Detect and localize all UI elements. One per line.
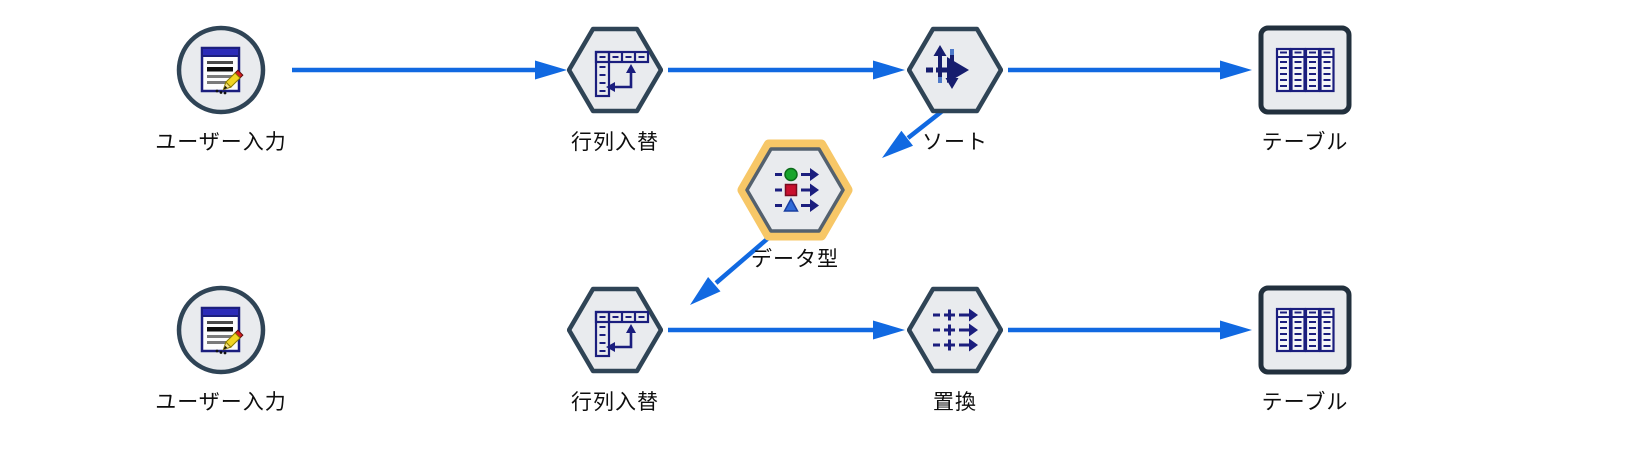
table-node-shape	[1258, 285, 1352, 375]
type-node-shape	[737, 139, 853, 241]
node-user-input-bottom[interactable]: ユーザー入力	[141, 285, 301, 416]
node-table-top[interactable]: テーブル	[1225, 25, 1385, 156]
transpose-node-shape	[567, 26, 663, 114]
node-transpose-bottom[interactable]: 行列入替	[535, 285, 695, 416]
user-input-node-shape	[176, 285, 266, 375]
filler-icon	[933, 308, 978, 352]
node-label: テーブル	[1261, 391, 1349, 414]
table-node-shape	[1258, 25, 1352, 115]
pencil-icon	[222, 329, 244, 351]
node-label: 行列入替	[571, 131, 659, 154]
node-transpose-top[interactable]: 行列入替	[535, 25, 695, 156]
node-filler[interactable]: 置換	[875, 285, 1035, 416]
connector-transpose-bottom-to-filler[interactable]	[668, 320, 905, 340]
node-label: データ型	[751, 248, 839, 271]
user-input-icon	[200, 306, 244, 355]
node-sort[interactable]: ソート	[875, 25, 1035, 156]
sort-icon	[926, 45, 969, 89]
filler-node-shape	[907, 286, 1003, 374]
connector-transpose-top-to-sort[interactable]	[668, 60, 905, 80]
transpose-icon	[594, 310, 650, 358]
node-label: ソート	[922, 131, 988, 154]
table-icon	[1275, 47, 1335, 93]
type-icon	[775, 167, 819, 212]
node-table-bottom[interactable]: テーブル	[1225, 285, 1385, 416]
node-label: 行列入替	[571, 391, 659, 414]
user-input-node-shape	[176, 25, 266, 115]
sort-node-shape	[907, 26, 1003, 114]
selection-ring	[737, 139, 853, 241]
connector-user-input-top-to-transpose-top[interactable]	[292, 60, 567, 80]
user-input-icon	[200, 46, 244, 95]
node-label: テーブル	[1261, 131, 1349, 154]
connector-filler-to-table-bottom[interactable]	[1008, 320, 1252, 340]
node-label: 置換	[933, 391, 977, 414]
transpose-icon	[594, 50, 650, 98]
node-label: ユーザー入力	[155, 391, 287, 414]
table-icon	[1275, 307, 1335, 353]
node-user-input-top[interactable]: ユーザー入力	[141, 25, 301, 156]
pencil-icon	[222, 69, 244, 91]
node-label: ユーザー入力	[155, 131, 287, 154]
node-type[interactable]: データ型	[715, 136, 875, 273]
connector-sort-to-table-top[interactable]	[1008, 60, 1252, 80]
transpose-node-shape	[567, 286, 663, 374]
